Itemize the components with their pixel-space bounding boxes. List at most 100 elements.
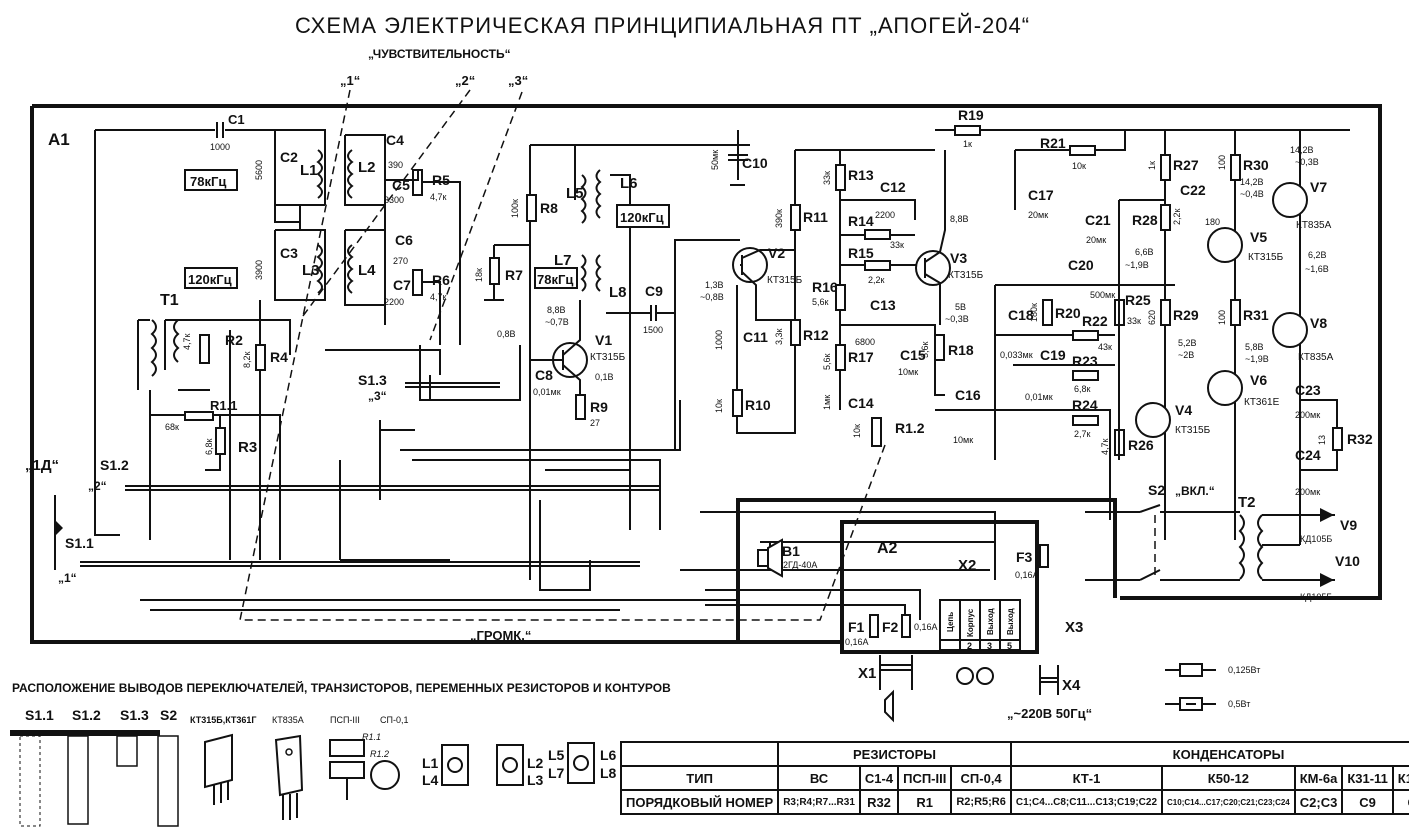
transistor-v6 — [1207, 370, 1243, 406]
c10-value: 50мк — [710, 150, 720, 170]
table-type-cell: СП-0,4 — [950, 765, 1012, 791]
pinout-transistor-kt835 — [274, 734, 304, 820]
l8-label: L8 — [609, 284, 627, 301]
c15-value: 10мк — [898, 367, 918, 377]
r7-value: 18к — [474, 268, 484, 282]
f2-value: 0,16А — [914, 622, 938, 632]
r6-value: 4,7к — [430, 292, 447, 302]
r6-label: R6 — [432, 272, 450, 288]
r28-value: 2,2к — [1172, 208, 1182, 225]
r3-value: 6,8к — [204, 438, 214, 455]
v1-collector-ac: ~0,7В — [545, 317, 569, 327]
r15-label: R15 — [848, 245, 874, 261]
c2-value: 5600 — [254, 160, 264, 180]
r17-value: 5,6к — [822, 353, 832, 370]
v7-voltage-ac: ~0,3В — [1295, 157, 1319, 167]
component-table: РЕЗИСТОРЫ КОНДЕНСАТОРЫ ТИП ВС С1-4 ПСП-I… — [619, 741, 1409, 815]
transistor-v7 — [1272, 182, 1308, 218]
c6-label: C6 — [395, 232, 413, 248]
pos1-label: „1“ — [340, 73, 360, 88]
r11-label: R11 — [803, 209, 828, 225]
pinout-coil-l7: L7 — [548, 765, 565, 781]
r14-label: R14 — [848, 213, 874, 229]
coil-l3 — [316, 244, 323, 294]
wire — [1085, 511, 1140, 581]
c11-label: C11 — [743, 329, 768, 345]
r24-label: R24 — [1072, 397, 1098, 413]
coils-l5-l8 — [580, 169, 602, 292]
v1-collector-voltage: 8,8В — [547, 305, 566, 315]
r17-label: R17 — [848, 349, 874, 365]
pinout-potentiometers: R1.1 R1.2 — [329, 732, 400, 800]
v4-voltage: 5,2В — [1178, 338, 1197, 348]
jack-icon — [956, 667, 974, 685]
f1-label: F1 — [848, 619, 865, 635]
coil-l1 — [316, 149, 323, 199]
f3-label: F3 — [1016, 549, 1033, 565]
wire — [274, 129, 326, 301]
table-number-label: ПОРЯДКОВЫЙ НОМЕР — [619, 789, 780, 815]
v6-type: КТ361Е — [1244, 397, 1280, 408]
v9-type: КД105Б — [1300, 534, 1332, 544]
r12-value: 3,3к — [774, 328, 784, 345]
c9-value: 1500 — [643, 325, 663, 335]
c12-value: 2200 — [875, 210, 895, 220]
x4-label: X4 — [1062, 677, 1081, 694]
c16-value: 10мк — [953, 435, 973, 445]
r31-value: 100 — [1217, 310, 1227, 325]
table-type-cell: КМ-6а — [1293, 765, 1344, 791]
v3-emitter-voltage: 5В — [955, 302, 966, 312]
c6-value: 270 — [393, 256, 408, 266]
mains-label: „~220В 50Гц“ — [1007, 706, 1092, 721]
wire — [1118, 130, 1301, 540]
v10-type: КД105Б — [1300, 592, 1332, 602]
jack-icon — [976, 667, 994, 685]
table-ref-cell: C1;C4...C8;C11...C13;C19;C22 — [1009, 789, 1164, 815]
x2-pin-1-label: Цепь — [946, 612, 955, 632]
r1-2-label: R1.2 — [895, 420, 925, 436]
c20-value: 500мк — [1090, 290, 1115, 300]
connector-x4[interactable] — [1039, 665, 1059, 695]
pinout-pot1: ПСП-III — [330, 715, 360, 725]
v8-voltage: 6,2В — [1308, 250, 1327, 260]
v4-label: V4 — [1175, 402, 1192, 418]
connector-x1[interactable] — [879, 655, 913, 690]
table-type-cell: К50-12 — [1161, 765, 1296, 791]
v1-base-voltage: 0,8В — [497, 329, 516, 339]
s1-2-label: S1.2 — [100, 457, 129, 473]
c24-label: C24 — [1295, 447, 1321, 463]
r4-value: 8,2к — [242, 351, 252, 368]
legend-resistor-05: 0,5Вт — [1165, 697, 1250, 711]
pinout-coil-l8: L8 — [600, 765, 617, 781]
pinout-heading: РАСПОЛОЖЕНИЕ ВЫВОДОВ ПЕРЕКЛЮЧАТЕЛЕЙ, ТРА… — [12, 680, 671, 695]
transformer-t1 — [137, 319, 180, 390]
c14-label: C14 — [848, 395, 874, 411]
frame-a1-left — [30, 106, 840, 644]
freq-120-box-2: 120кГц — [620, 210, 664, 225]
pinout-s11: S1.1 — [25, 707, 54, 723]
c23-label: C23 — [1295, 382, 1321, 398]
r1-2-value: 10к — [852, 424, 862, 438]
r9-label: R9 — [590, 399, 608, 415]
r8-label: R8 — [540, 200, 558, 216]
legend-resistor-0125: 0,125Вт — [1165, 663, 1260, 677]
r10-label: R10 — [745, 397, 771, 413]
transformer-t2[interactable] — [1139, 504, 1335, 581]
v7-base-voltage: 14,2В — [1240, 177, 1264, 187]
r15-value: 2,2к — [868, 275, 885, 285]
pinout-coil-l6: L6 — [600, 747, 617, 763]
s1-1-label: S1.1 — [65, 535, 94, 551]
wire — [736, 150, 796, 434]
pinout-coil-l3: L3 — [527, 772, 544, 788]
wire — [935, 284, 1175, 520]
x2-pin-5-label: Выход — [1006, 608, 1015, 635]
switch-s1-1-bar[interactable] — [80, 561, 640, 567]
r26-value: 4,7к — [1100, 438, 1110, 455]
v5-type: КТ315Б — [1248, 252, 1284, 263]
wire — [1299, 399, 1338, 545]
v2-label: V2 — [768, 245, 785, 261]
switch-s1-2-bar[interactable] — [125, 485, 660, 491]
c3-value: 3900 — [254, 260, 264, 280]
c11-value: 1000 — [714, 330, 724, 350]
pos2-label: „2“ — [455, 73, 475, 88]
